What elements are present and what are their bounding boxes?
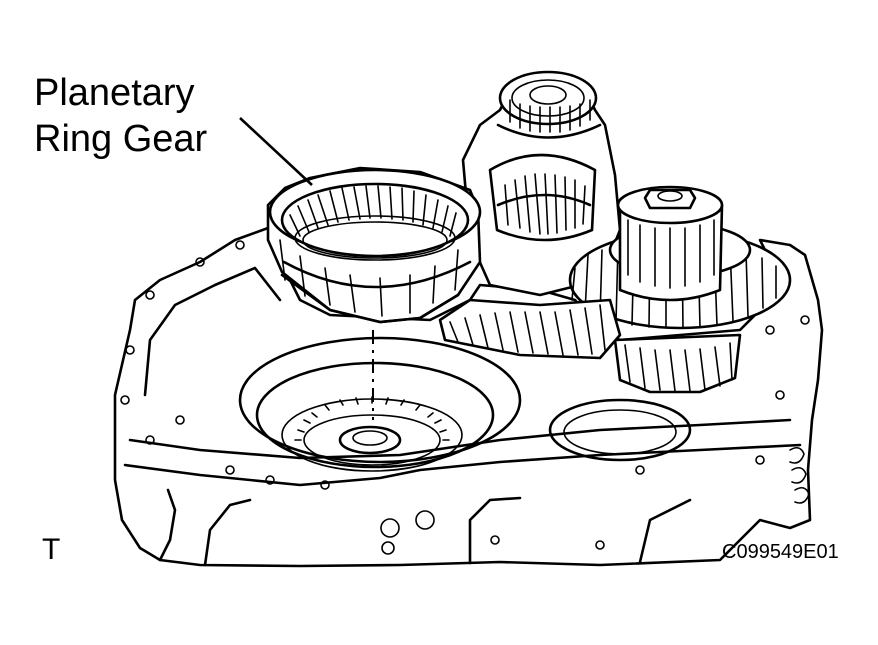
part-callout: Planetary Ring Gear [34,70,207,162]
final-drive-gear [438,298,622,360]
corner-letter: T [42,533,61,566]
planetary-ring-gear [266,166,482,324]
callout-line-1: Planetary [34,72,195,114]
right-bore [548,398,692,462]
callout-line-2: Ring Gear [34,118,208,160]
figure-code: C099549E01 [722,541,839,563]
callout-leader-line [239,117,313,186]
differential-carrier [461,70,622,297]
counter-gears [568,185,792,394]
